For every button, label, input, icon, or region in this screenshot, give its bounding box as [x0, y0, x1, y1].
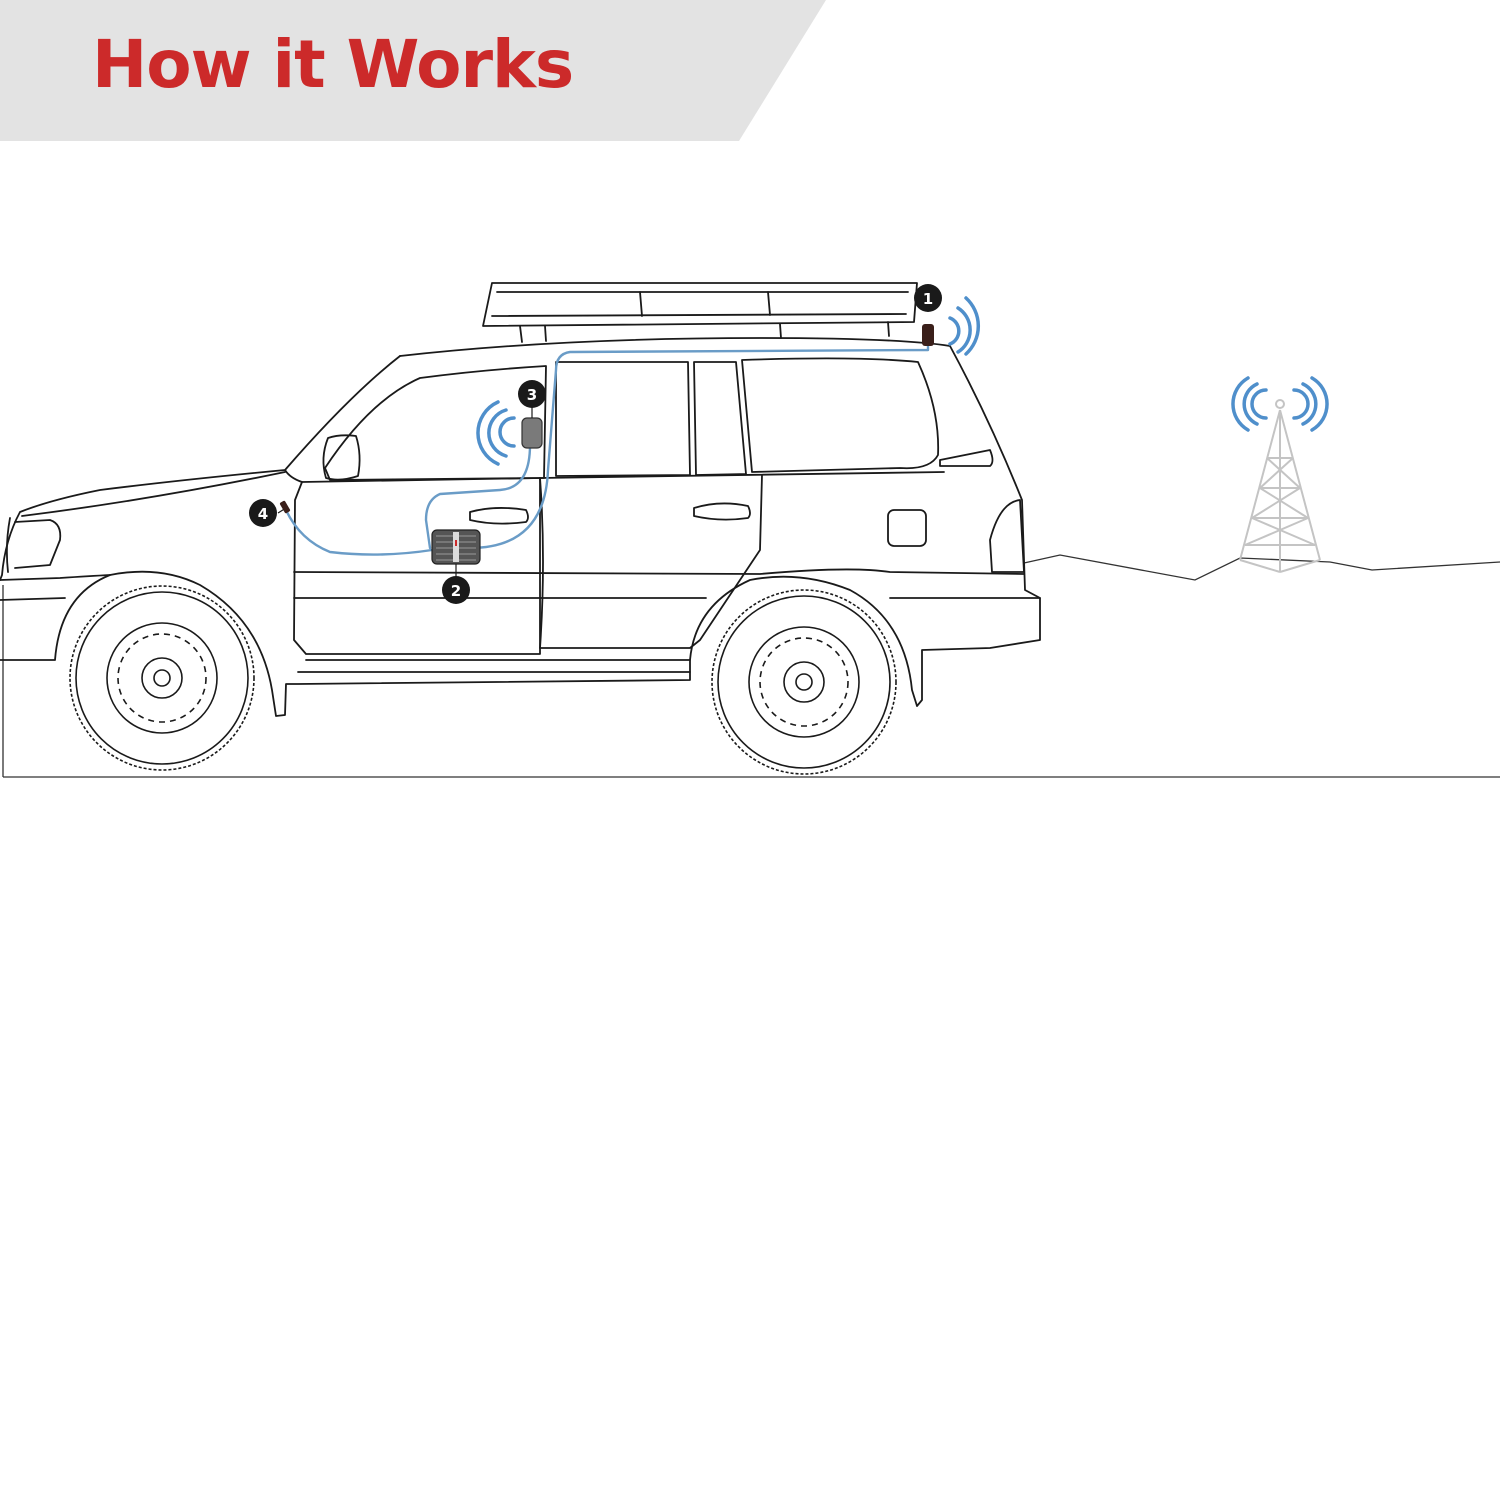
- inside-antenna-signal-waves: [476, 400, 516, 466]
- outside-antenna-signal-waves: [948, 296, 980, 356]
- title-banner: How it Works: [0, 0, 830, 142]
- side-mirror: [322, 434, 361, 481]
- coax-cable: [284, 343, 930, 556]
- suv-vehicle: [0, 282, 1041, 717]
- banner-shape: [0, 0, 826, 141]
- roof-rack: [482, 282, 918, 343]
- svg-text:3: 3: [527, 386, 537, 404]
- fuel-door: [887, 509, 927, 547]
- callout-4: 4: [249, 499, 277, 527]
- front-wheel: [69, 585, 255, 771]
- inside-antenna-icon: [521, 404, 543, 449]
- rear-wheel: [711, 589, 897, 775]
- booster-unit-icon: [431, 529, 481, 578]
- cell-tower-icon: [1239, 399, 1321, 573]
- rear-door-handle: [693, 502, 751, 521]
- svg-text:1: 1: [923, 290, 933, 308]
- svg-text:4: 4: [258, 505, 268, 523]
- tower-signal-waves: [1231, 376, 1329, 432]
- front-door-handle: [469, 507, 529, 525]
- callout-1: 1: [914, 284, 942, 312]
- callout-3: 3: [518, 380, 546, 408]
- front-window: [324, 365, 547, 481]
- power-adapter-icon: [277, 500, 291, 514]
- vehicle-body: [0, 337, 1041, 717]
- rear-door-window: [555, 361, 691, 477]
- page-title: How it Works: [92, 26, 574, 103]
- callout-2: 2: [442, 576, 470, 604]
- outside-antenna-icon: [922, 324, 934, 346]
- svg-text:2: 2: [451, 582, 461, 600]
- rear-quarter-window: [741, 357, 940, 473]
